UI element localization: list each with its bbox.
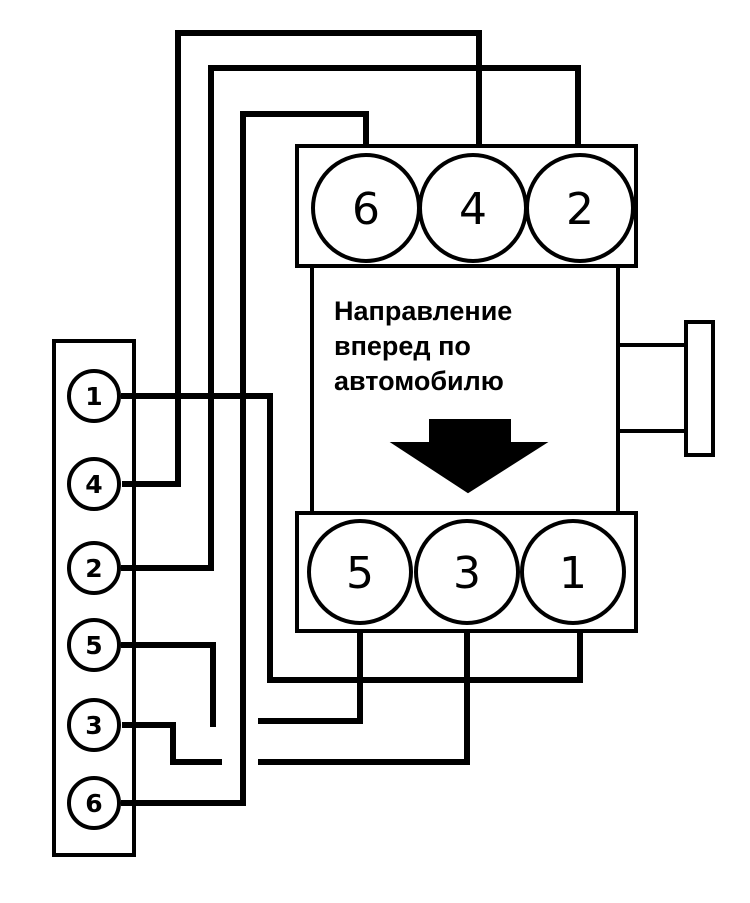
- cylinder-2-circle: [525, 153, 635, 263]
- coil-terminal-4-circle: [67, 457, 121, 511]
- coil-terminal-numbers: 1 4 2 5 3 6: [85, 382, 102, 818]
- coil-terminal-label: 3: [85, 711, 102, 740]
- wire-coil3-cyl3: [122, 722, 222, 765]
- cylinder-3-circle: [414, 519, 520, 625]
- coil-terminal-label: 5: [85, 631, 102, 660]
- wire-coil1-cyl1: [121, 393, 583, 683]
- cylinder-label: 4: [459, 184, 487, 235]
- wire-coil4-cyl4: [122, 30, 482, 487]
- cylinder-circles: [307, 153, 635, 625]
- cylinder-label: 3: [453, 548, 481, 599]
- pulley: [684, 320, 715, 457]
- ignition-coil-pack: [52, 339, 136, 857]
- wire-coil5-cyl5-return: [258, 622, 363, 724]
- wire-coil3-cyl3-return: [258, 622, 470, 765]
- cylinder-5-circle: [307, 519, 413, 625]
- coil-terminal-label: 4: [85, 470, 102, 499]
- wire-coil5-cyl5: [121, 642, 216, 727]
- coil-terminal-2-circle: [67, 541, 121, 595]
- caption-line: вперед по: [334, 331, 471, 361]
- cylinder-1-circle: [520, 519, 626, 625]
- coil-terminal-1-circle: [67, 369, 121, 423]
- cylinder-label: 2: [566, 184, 594, 235]
- coil-terminal-label: 1: [85, 382, 102, 411]
- direction-caption: Направление вперед по автомобилю: [334, 296, 512, 396]
- pulley-shaft: [618, 343, 686, 433]
- coil-terminal-5-circle: [67, 618, 121, 672]
- forward-arrow-icon: [389, 419, 549, 494]
- cylinder-label: 1: [559, 548, 587, 599]
- cylinder-numbers: 6 4 2 5 3 1: [346, 184, 594, 599]
- coil-terminal-3-circle: [67, 698, 121, 752]
- coil-terminal-label: 2: [85, 554, 102, 583]
- caption-line: Направление: [334, 296, 512, 326]
- coil-terminal-6-circle: [67, 776, 121, 830]
- ignition-wires: [121, 30, 583, 806]
- coil-terminal-circles: [67, 369, 121, 830]
- cylinder-label: 6: [352, 184, 380, 235]
- wire-coil2-cyl2: [121, 65, 581, 571]
- coil-terminal-label: 6: [85, 789, 102, 818]
- cylinder-label: 5: [346, 548, 374, 599]
- wire-coil6-cyl6: [121, 111, 369, 806]
- caption-line: автомобилю: [334, 366, 504, 396]
